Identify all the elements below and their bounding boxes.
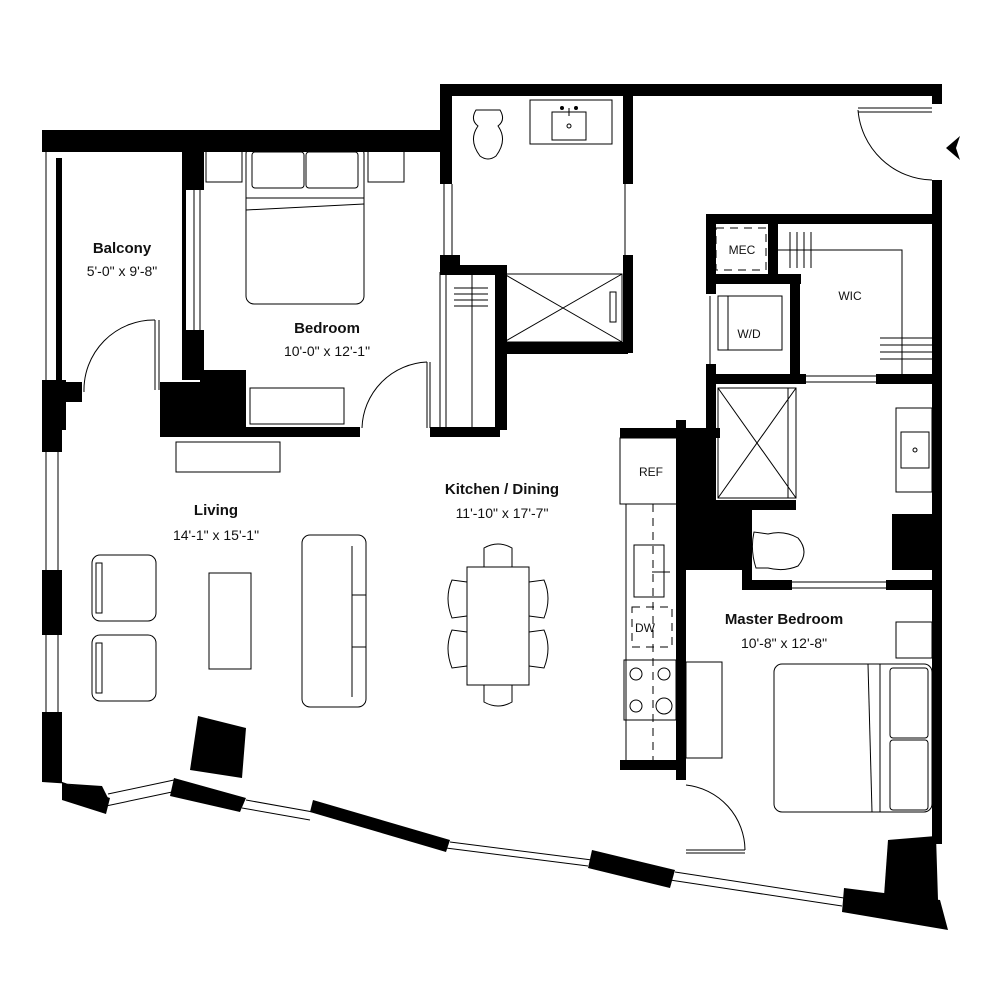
label-wd: W/D <box>737 327 761 341</box>
room-dim-master-bedroom: 10'-8" x 12'-8" <box>741 635 827 651</box>
label-dw: DW <box>635 621 656 635</box>
room-name-balcony: Balcony <box>93 240 152 257</box>
fixture-labels: MEC WIC W/D REF DW <box>635 243 862 635</box>
walls <box>42 84 948 930</box>
room-dim-bedroom: 10'-0" x 12'-1" <box>284 343 370 359</box>
room-name-kitchen-dining: Kitchen / Dining <box>445 481 559 498</box>
room-labels: Balcony 5'-0" x 9'-8" Bedroom 10'-0" x 1… <box>87 240 843 651</box>
entry-arrow-icon <box>946 136 960 160</box>
room-name-master-bedroom: Master Bedroom <box>725 611 843 628</box>
label-mec: MEC <box>729 243 756 257</box>
room-dim-living: 14'-1" x 15'-1" <box>173 527 259 543</box>
room-dim-kitchen-dining: 11'-10" x 17'-7" <box>456 505 549 521</box>
label-wic: WIC <box>838 289 862 303</box>
room-dim-balcony: 5'-0" x 9'-8" <box>87 263 158 279</box>
fixtures <box>91 99 933 813</box>
room-name-living: Living <box>194 502 238 519</box>
doors <box>83 107 933 854</box>
room-name-bedroom: Bedroom <box>294 320 360 337</box>
label-ref: REF <box>639 465 663 479</box>
